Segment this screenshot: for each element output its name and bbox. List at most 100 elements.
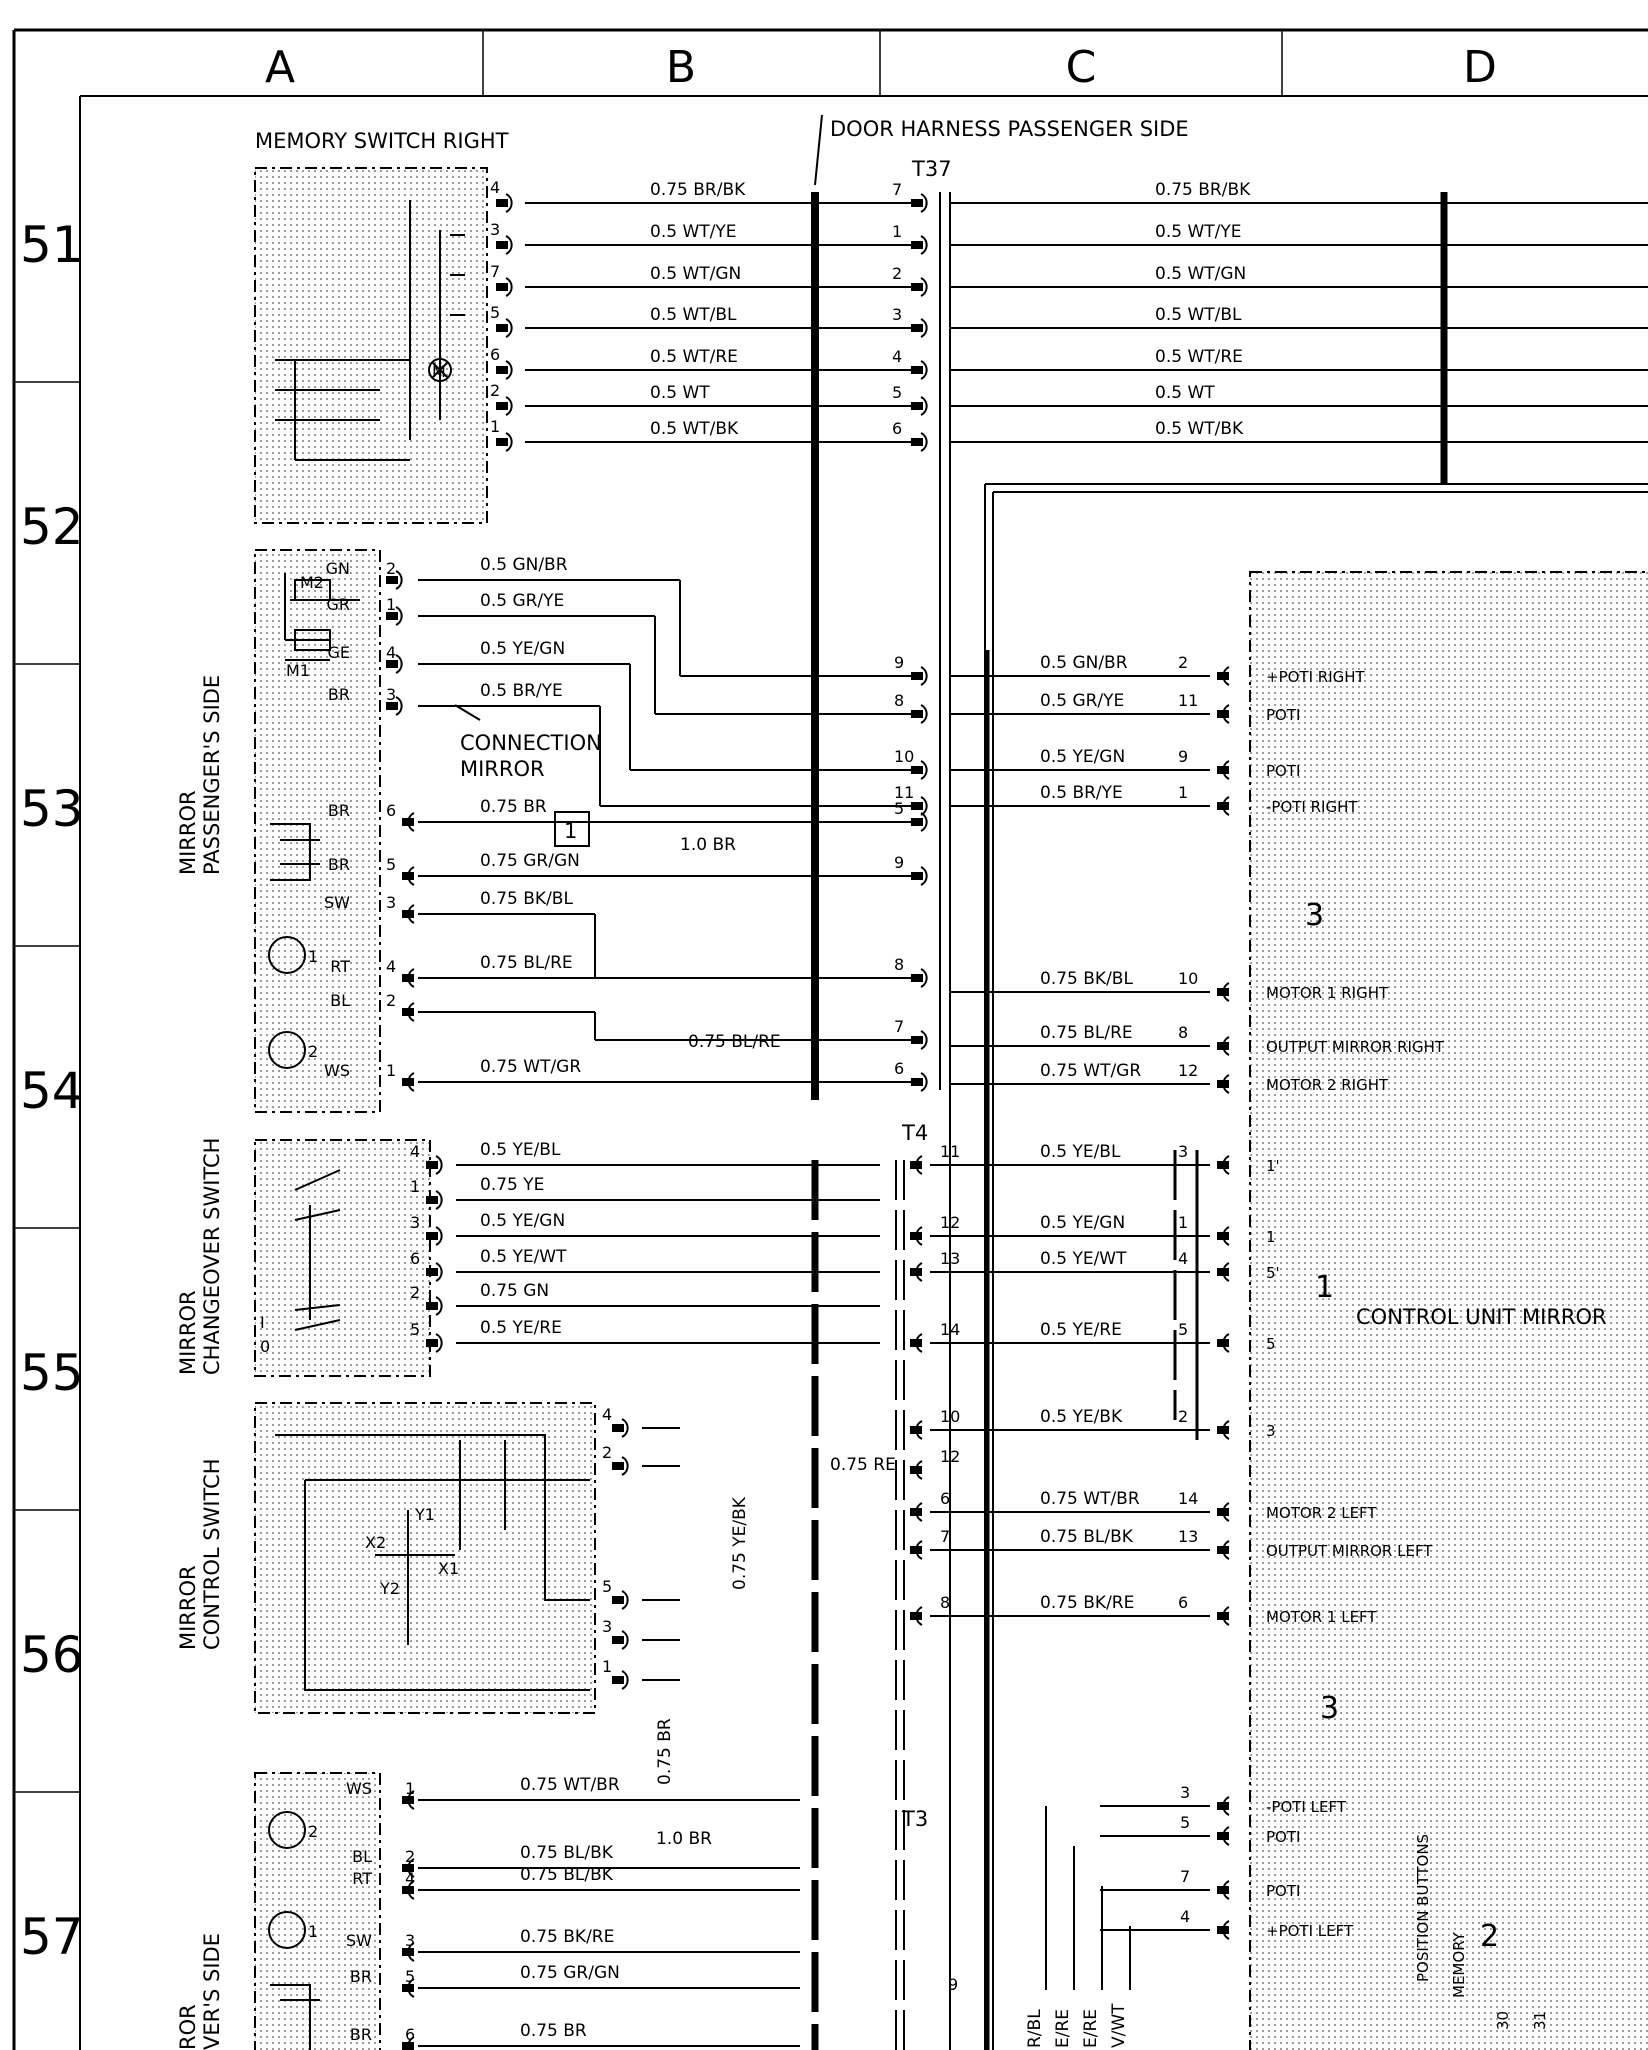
changeover-mark-i: I <box>260 1313 265 1332</box>
t4-row-8-label: 0.75 BK/RE <box>1040 1593 1134 1613</box>
driver-3-label: 0.75 BK/RE <box>520 1927 614 1947</box>
cu-upper-2-pin: 9 <box>1178 747 1188 766</box>
changeover-2-plug-socket <box>435 1226 443 1246</box>
t4-row-3-signal: 5 <box>1266 1335 1276 1353</box>
s51-wire-0-pin: 4 <box>490 178 500 197</box>
driver-5-label: 0.75 BR <box>520 2021 587 2041</box>
s51-wire-1-t37-plug-socket <box>920 235 928 255</box>
t4-row-6-cupin: 14 <box>1178 1489 1198 1508</box>
pass-wire-1-pin: 1 <box>386 595 396 614</box>
s51-wire-5-label: 0.5 WT <box>650 383 710 403</box>
s51-wire-6-left-plug-pin <box>496 438 508 446</box>
t37-lower-5-plug-socket <box>920 866 928 886</box>
s51-wire-6-label: 0.5 WT/BK <box>650 419 739 439</box>
s51-wire-0-t37-plug-socket <box>920 193 928 213</box>
wiring-graphics <box>268 114 1648 2050</box>
motor-m1-label: M1 <box>286 661 310 680</box>
changeover-2-label: 0.5 YE/GN <box>480 1211 565 1231</box>
driver-3-code: SW <box>346 1931 372 1950</box>
pass-wire-1-code: GR <box>326 595 350 614</box>
cu-upper-1-signal: POTI <box>1266 706 1300 724</box>
s51-wire-4-t37-pin: 4 <box>892 347 902 366</box>
changeover-4-plug-pin <box>426 1302 438 1310</box>
cswitch-pin-2-plug-pin <box>612 1596 624 1604</box>
t4-row-0-label: 0.5 YE/BL <box>1040 1142 1121 1162</box>
cu-upper-6-signal: MOTOR 2 RIGHT <box>1266 1076 1389 1094</box>
t37-lower-0-plug-socket <box>920 666 928 686</box>
bottom-label-group-2: E/RE <box>1081 2009 1101 2048</box>
bottom-vertical-label-0: R/BL <box>1025 2009 1045 2048</box>
t4-row-2-plug-socket <box>915 1262 923 1282</box>
cu-upper-5-label: 0.75 BL/RE <box>1040 1023 1133 1043</box>
cu-upper-0-signal: +POTI RIGHT <box>1266 668 1366 686</box>
row-headers: 51 52 53 54 55 56 57 <box>20 216 84 1966</box>
pass-wire-0-pin: 2 <box>386 559 396 578</box>
s51-wire-0-left-plug-pin <box>496 199 508 207</box>
t4-row-1-cupin: 1 <box>1178 1213 1188 1232</box>
connection-mirror-title-2: MIRROR <box>460 757 545 781</box>
driver-0-plug-socket <box>407 1790 415 1810</box>
t4-row-2-label: 0.5 YE/WT <box>1040 1249 1127 1269</box>
t37-lower-8-plug-socket <box>920 1072 928 1092</box>
pass-wire-2-pin: 4 <box>386 643 396 662</box>
cu-lower-2-pin: 7 <box>1180 1867 1190 1886</box>
pass-wire-2-label: 0.5 YE/GN <box>480 639 565 659</box>
t4-row-2-cu-plug-socket <box>1222 1262 1230 1282</box>
axis-y1: Y1 <box>414 1505 435 1524</box>
changeover-1-pin: 1 <box>410 1177 420 1196</box>
motor-pass-2-label: 2 <box>308 1042 318 1061</box>
driver-1-code: BL <box>352 1847 372 1866</box>
t4-row-7-label: 0.75 BL/BK <box>1040 1527 1134 1547</box>
memory-switch-box <box>254 167 488 524</box>
motor-m2-label: M2 <box>300 573 324 592</box>
changeover-1-plug-pin <box>426 1196 438 1204</box>
s51-wire-1-left-plug-socket <box>505 235 513 255</box>
cu-lower-0-plug-socket <box>1222 1796 1230 1816</box>
driver-4-plug-socket <box>407 1978 415 1998</box>
t4-row-4-label: 0.5 YE/BK <box>1040 1407 1123 1427</box>
t4-row-1-label: 0.5 YE/GN <box>1040 1213 1125 1233</box>
s51-wire-4-label: 0.5 WT/RE <box>650 347 738 367</box>
cswitch-pin-3-plug-socket <box>621 1630 629 1650</box>
motor-driver-1-label: 1 <box>308 1922 318 1941</box>
changeover-4-pin: 2 <box>410 1283 420 1302</box>
mirror-driver-box <box>254 1772 381 2050</box>
t4-row-8-plug-socket <box>915 1606 923 1626</box>
s51-wire-2-t37-plug-socket <box>920 277 928 297</box>
t4-row-4-t4pin: 10 <box>940 1407 960 1426</box>
cswitch-pin-2-plug-socket <box>621 1590 629 1610</box>
changeover-5-pin: 5 <box>410 1320 420 1339</box>
cu-upper-0-pin: 2 <box>1178 653 1188 672</box>
s51-wire-3-left-plug-pin <box>496 324 508 332</box>
cu-upper-3-pin: 1 <box>1178 783 1188 802</box>
cu-lower-2-signal: POTI <box>1266 1882 1300 1900</box>
s51-wire-1-label: 0.5 WT/YE <box>650 222 737 242</box>
pass-wire-7-code: RT <box>330 957 350 976</box>
t4-row-5-t4pin: 12 <box>940 1447 960 1466</box>
motor-pass-1-label: 1 <box>308 947 318 966</box>
s51-wire-5-left-plug-pin <box>496 402 508 410</box>
pass-wire-8-plug-socket <box>407 1002 415 1022</box>
s51-wire-3-left-plug-socket <box>505 318 513 338</box>
cu-lower-0-pin: 3 <box>1180 1783 1190 1802</box>
bottom-label-group-1: E/RE <box>1053 2009 1073 2048</box>
bottom-vertical-label-2: E/RE <box>1081 2009 1101 2048</box>
row-label-53: 53 <box>20 780 84 838</box>
changeover-3-label: 0.5 YE/WT <box>480 1247 567 1267</box>
s51-wire-6-t37-plug-socket <box>920 432 928 452</box>
connector-t37-label: T37 <box>911 157 952 181</box>
s51-wire-6-t37-pin: 6 <box>892 419 902 438</box>
row-label-57: 57 <box>20 1908 84 1966</box>
t37-lower-7-pin: 7 <box>894 1017 904 1036</box>
changeover-3-pin: 6 <box>410 1249 420 1268</box>
s51-wire-5-right-label: 0.5 WT <box>1155 383 1215 403</box>
cu-upper-2-plug-socket <box>1222 760 1230 780</box>
t37-lower-8-pin: 6 <box>894 1059 904 1078</box>
motor-m-symbol: M <box>432 362 446 381</box>
wire-label-yebk-vertical: 0.75 YE/BK <box>730 1496 750 1590</box>
s51-wire-2-right-label: 0.5 WT/GN <box>1155 264 1246 284</box>
pass-wire-3-plug-pin <box>386 702 398 710</box>
memory-terminal-0: 30 <box>1494 2011 1512 2030</box>
